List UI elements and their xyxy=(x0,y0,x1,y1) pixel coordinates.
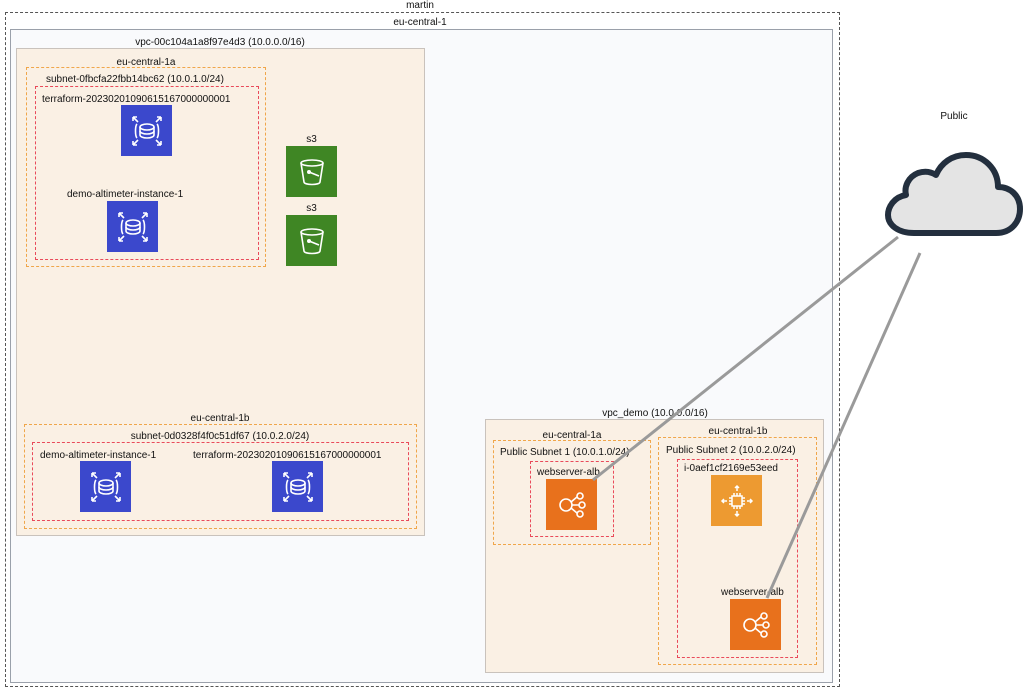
s3-bucket-icon[interactable] xyxy=(286,146,337,197)
vpc-1-subnet-b-group xyxy=(32,442,409,521)
vpc-1-group xyxy=(16,48,425,536)
region-label: eu-central-1 xyxy=(393,17,447,28)
vpc-1-subnet-a-group xyxy=(35,86,259,260)
cloud-icon[interactable] xyxy=(884,145,1024,237)
rds-icon[interactable] xyxy=(80,461,131,512)
rds-glyph-icon xyxy=(117,211,148,242)
vpc-2-az-b-label: eu-central-1b xyxy=(708,426,768,437)
vpc-1-az-b-group xyxy=(24,424,417,529)
bucket-glyph-icon xyxy=(299,227,324,254)
vpc-2-label: vpc_demo (10.0.0.0/16) xyxy=(602,408,708,419)
elb-label: webserver-alb xyxy=(721,587,784,598)
vpc-2-subnet-a-group xyxy=(530,461,614,537)
ec2-glyph-icon xyxy=(720,484,753,517)
rds-glyph-icon xyxy=(282,471,313,502)
vpc-2-az-a-label: eu-central-1a xyxy=(542,430,602,441)
rds-label: demo-altimeter-instance-1 xyxy=(40,450,157,461)
rds-label: terraform-20230201090615167000000001 xyxy=(193,450,382,461)
ec2-instance-icon[interactable] xyxy=(711,475,762,526)
vpc-2-az-a-group xyxy=(493,440,651,545)
account-label: martin xyxy=(406,0,434,11)
vpc-2-subnet-a-label: Public Subnet 1 (10.0.1.0/24) xyxy=(500,447,630,458)
rds-glyph-icon xyxy=(90,471,121,502)
rds-label: demo-altimeter-instance-1 xyxy=(67,189,184,200)
public-label: Public xyxy=(940,111,968,122)
ec2-label: i-0aef1cf2169e53eed xyxy=(684,463,778,474)
rds-icon[interactable] xyxy=(107,201,158,252)
s3-label: s3 xyxy=(306,203,317,214)
rds-label: terraform-20230201090615167000000001 xyxy=(42,94,231,105)
rds-glyph-icon xyxy=(131,115,162,146)
vpc-1-az-a-label: eu-central-1a xyxy=(116,57,176,68)
rds-icon[interactable] xyxy=(121,105,172,156)
vpc-1-subnet-a-label: subnet-0fbcfa22fbb14bc62 (10.0.1.0/24) xyxy=(46,74,224,85)
vpc-1-az-a-group xyxy=(26,67,266,267)
elb-glyph-icon xyxy=(742,611,770,638)
vpc-1-label: vpc-00c104a1a8f97e4d3 (10.0.0.0/16) xyxy=(135,37,305,48)
load-balancer-icon[interactable] xyxy=(546,479,597,530)
bucket-glyph-icon xyxy=(299,158,324,185)
vpc-1-subnet-b-label: subnet-0d0328f4f0c51df67 (10.0.2.0/24) xyxy=(130,431,310,442)
vpc-2-subnet-b-label: Public Subnet 2 (10.0.2.0/24) xyxy=(666,445,796,456)
s3-label: s3 xyxy=(306,134,317,145)
load-balancer-icon[interactable] xyxy=(730,599,781,650)
s3-bucket-icon[interactable] xyxy=(286,215,337,266)
elb-glyph-icon xyxy=(558,491,586,518)
vpc-1-az-b-label: eu-central-1b xyxy=(190,413,250,424)
rds-icon[interactable] xyxy=(272,461,323,512)
elb-label: webserver-alb xyxy=(537,467,600,478)
